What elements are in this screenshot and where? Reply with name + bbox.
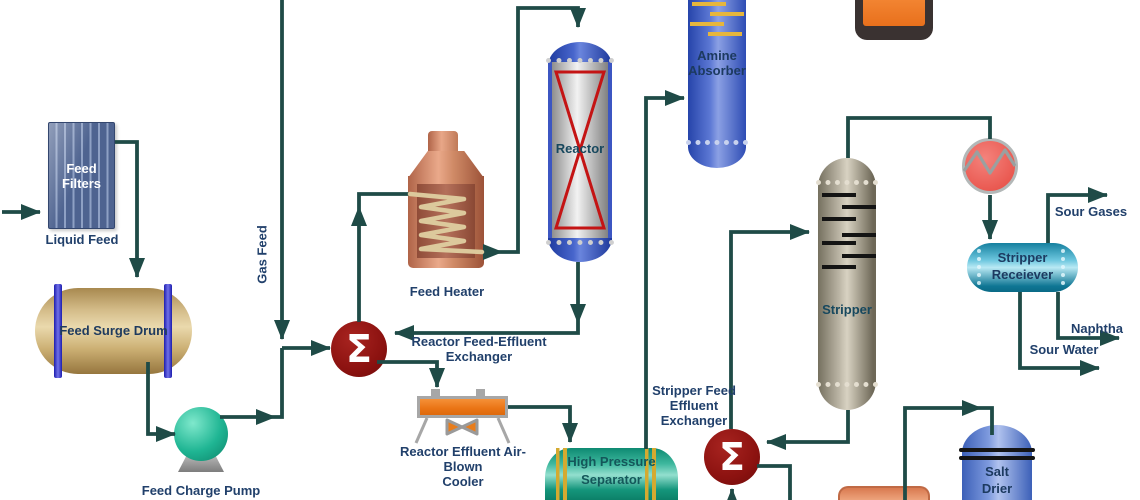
air-cooler-fan-icon [445,418,479,436]
pipe-exchanger2-out [757,464,792,500]
stripper-tray-icon [822,241,856,245]
reactor-label: Reactor [555,141,605,156]
high-pressure-separator-label: High Pressure Separator [567,454,656,487]
air-blown-cooler-body[interactable] [417,396,508,418]
drier-ring-icon [959,456,1035,460]
feed-heater-neck[interactable] [428,131,458,153]
stripper-receiver-label: Stripper Receiever [991,250,1054,282]
feed-surge-drum-label: Feed Surge Drum [59,323,168,338]
air-cooler-stub-icon [431,389,440,397]
feed-charge-pump[interactable] [174,407,228,461]
feed-filters-vessel[interactable]: Feed Filters [48,122,115,229]
absorber-tray-icon [690,22,724,26]
amine-absorber-vessel[interactable] [686,0,748,168]
amine-absorber-dome [688,146,746,168]
receiver-flange-icon [977,249,981,285]
stripper-tray-icon [822,193,856,197]
pipe-sour-gases [1046,187,1108,243]
stripper-tray-icon [842,233,876,237]
feed-filters-label: Feed Filters [61,160,101,191]
pump-base-icon [178,456,224,472]
condenser[interactable] [962,138,1018,194]
absorber-tray-icon [708,32,742,36]
drum-band-right-icon [164,284,172,378]
salt-drier-label: Salt Drier [981,464,1013,496]
stripper-vessel[interactable] [816,158,878,410]
stripper-flange-icon [816,180,878,185]
reactor-bottom-flange-icon [546,240,614,245]
absorber-tray-icon [692,2,726,6]
stripper-tray-icon [822,265,856,269]
pipe-stripper-bottoms [766,410,850,450]
gas-feed-label: Gas Feed [254,225,270,284]
high-pressure-separator-vessel[interactable] [545,448,678,500]
naphtha-label: Naphtha [1071,321,1123,336]
reactor-feed-effluent-exchanger-label: Reactor Feed-Effluent Exchanger [411,334,547,364]
feed-heater-shoulder[interactable] [408,151,484,178]
sour-gases-label: Sour Gases [1054,204,1128,219]
stripper-flange-icon [816,382,878,387]
stripper-feed-effluent-exchanger-label: Stripper Feed Effluent Exchanger [652,383,736,428]
bottom-product-vessel[interactable] [838,486,930,500]
liquid-feed-label: Liquid Feed [45,232,119,247]
feed-heater-label: Feed Heater [409,284,485,299]
stripper-tray-icon [822,217,856,221]
stripper-feed-effluent-exchanger[interactable] [704,429,760,485]
pipe-reactor-to-exchanger1 [394,323,580,341]
drum-band-left-icon [54,284,62,378]
pipe-filters-to-drum [115,140,145,278]
separator-band-icon [556,448,567,500]
air-cooler-stub-icon [476,389,485,397]
feed-charge-pump-label: Feed Charge Pump [141,483,261,498]
pipe-junction-riser [275,348,284,419]
stripper-tray-icon [842,205,876,209]
drier-ring-icon [959,448,1035,452]
amine-absorber-label: Amine Absorber [688,48,746,78]
exchanger-sigma-icon: Σ [346,327,372,371]
stripper-label: Stripper [822,302,872,317]
reactor-top-flange-icon [546,58,614,63]
separator-band-icon [645,448,656,500]
exchanger-sigma-icon: Σ [719,435,745,479]
air-cooler-legs-icon [414,417,511,444]
stripper-tray-icon [842,254,876,258]
pipe-to-heater [357,192,410,207]
absorber-tray-icon [710,12,744,16]
stripper-receiver-vessel[interactable] [967,243,1078,292]
sour-water-label: Sour Water [1029,342,1099,357]
compressor-block-window-icon [863,0,925,26]
absorber-flange-icon [686,140,748,145]
receiver-flange-icon [1061,249,1065,285]
pipe-cooler-to-separator [508,405,578,443]
air-blown-cooler-label: Reactor Effluent Air-Blown Cooler [400,444,526,489]
feed-heater-firebox [417,184,475,258]
